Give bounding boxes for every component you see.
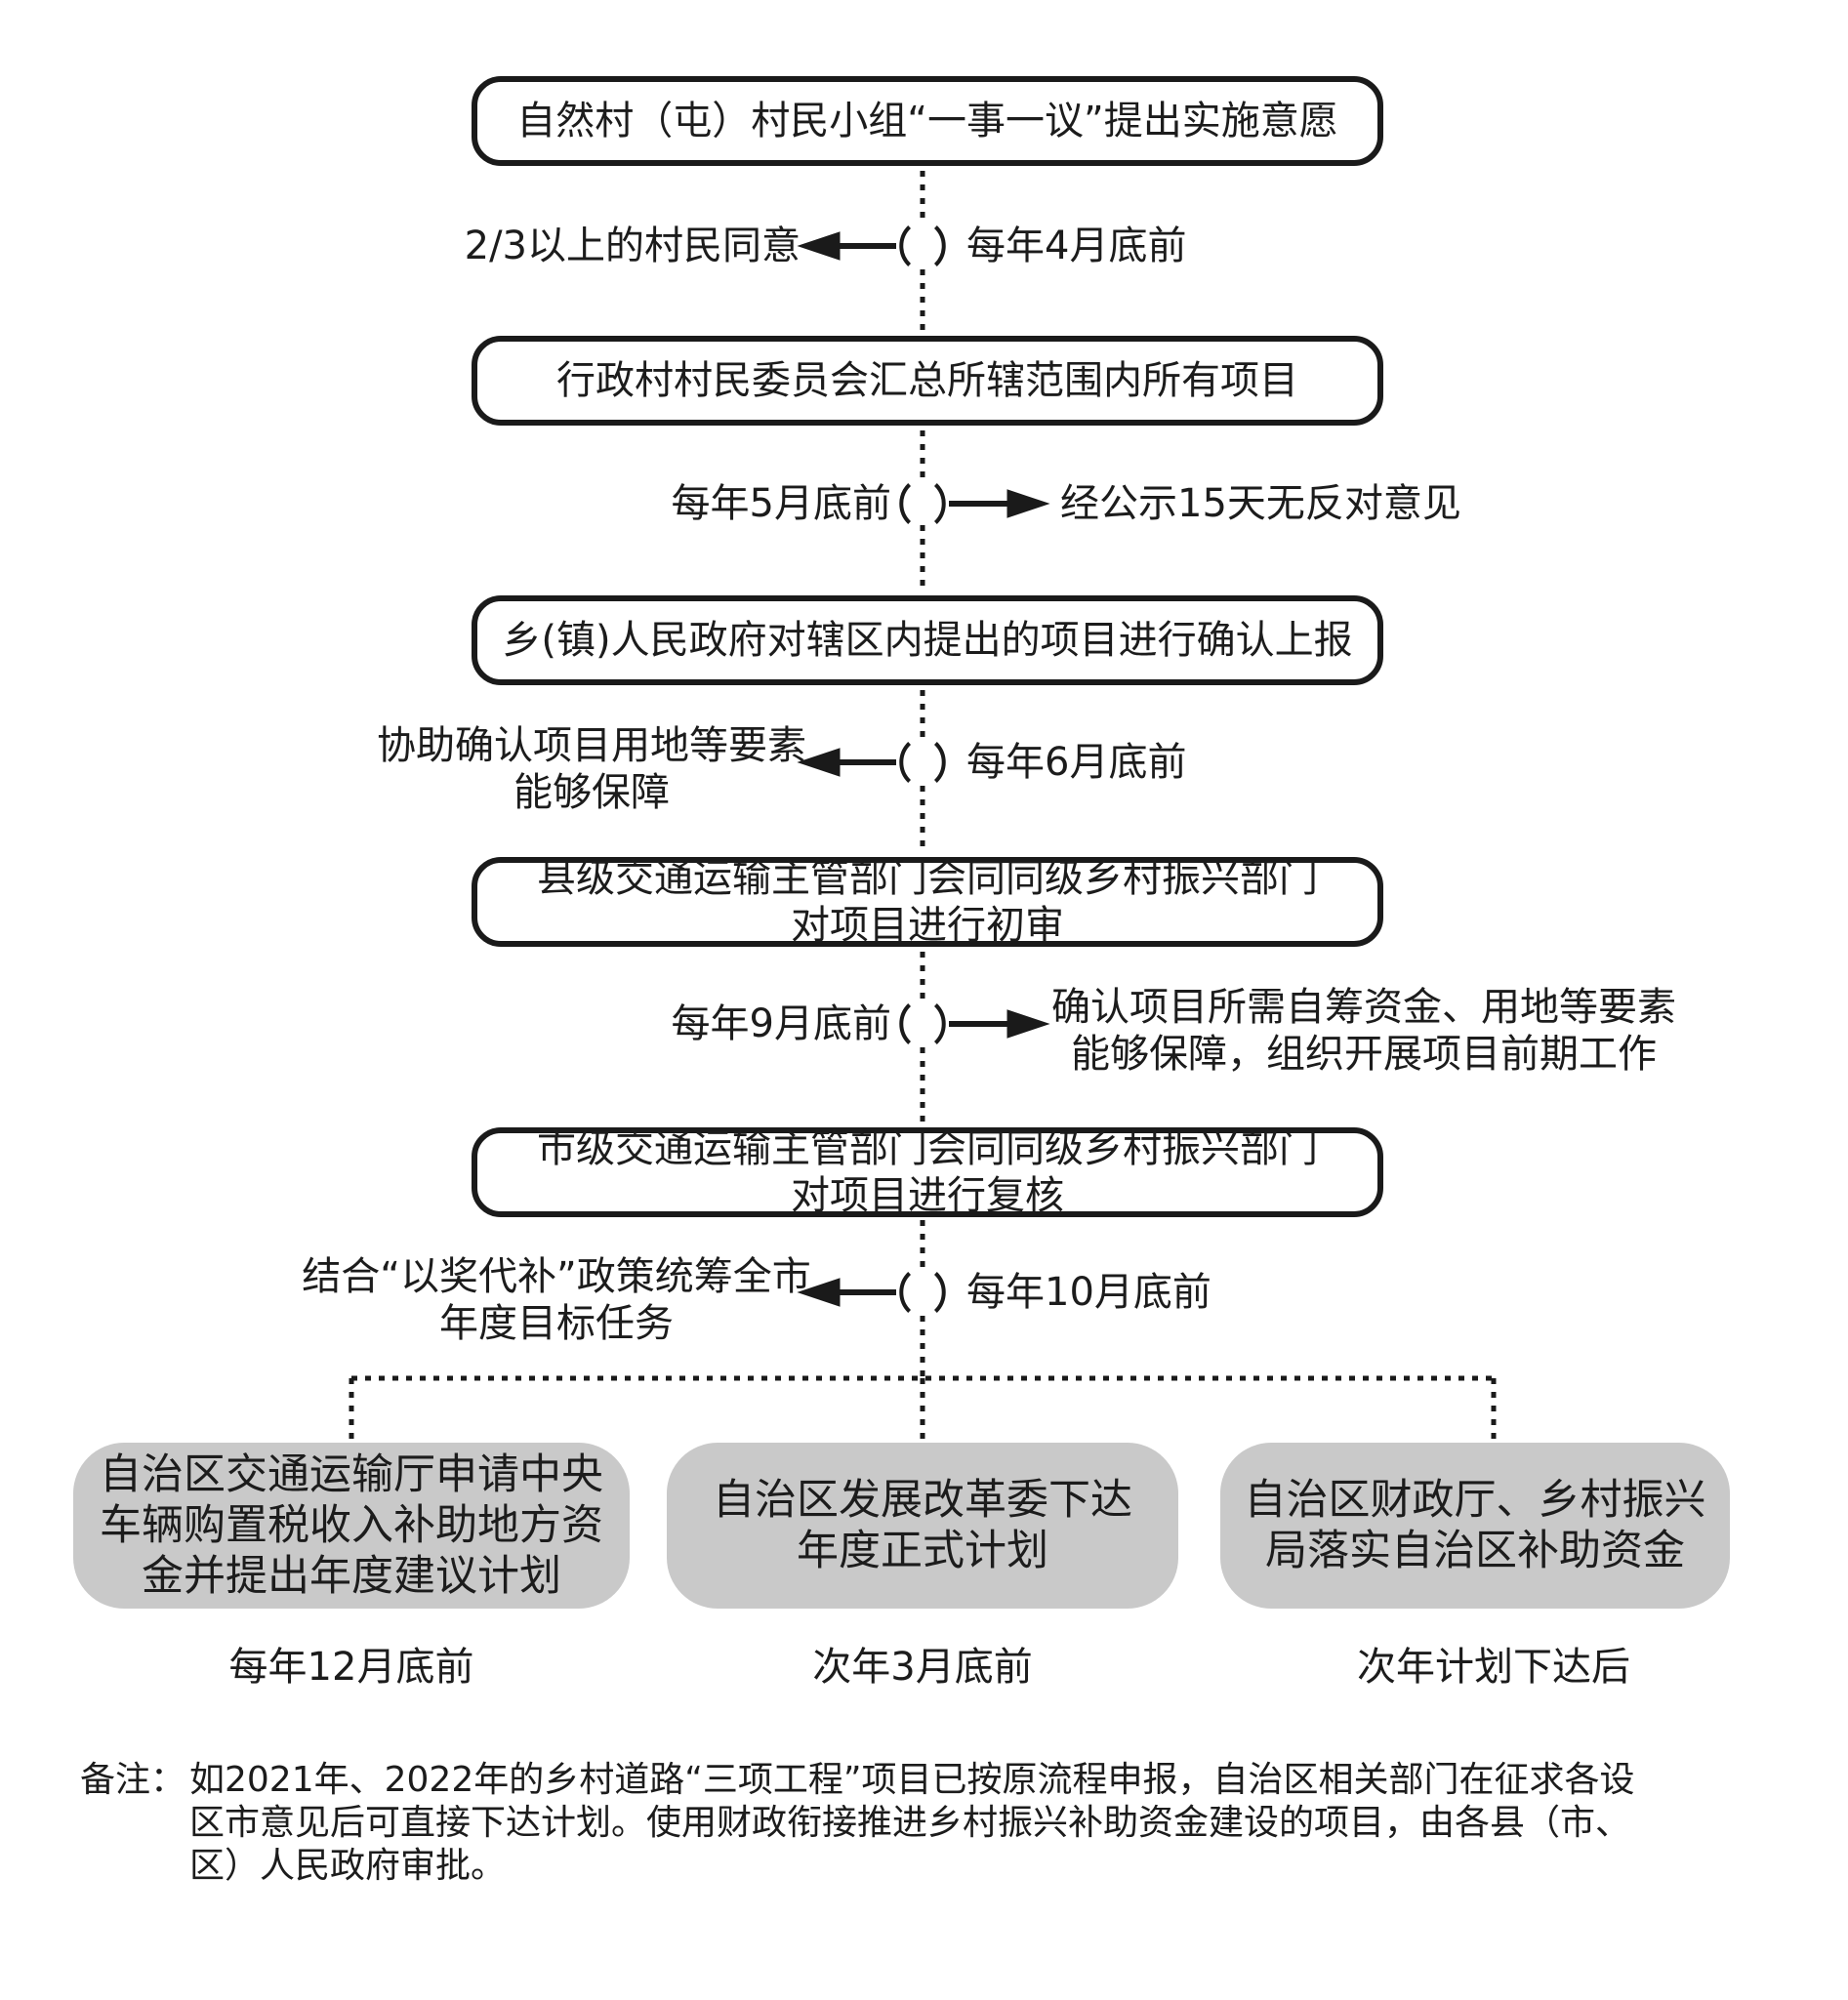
junction-circle (933, 1003, 946, 1044)
junction-circle (933, 742, 946, 783)
deadline-text: 每年5月底前 (671, 481, 891, 526)
junction-circle (899, 742, 912, 783)
step-box: 自然村（屯）村民小组“一事一议”提出实施意愿 (472, 76, 1383, 166)
junction-circle (899, 1272, 912, 1313)
step-box: 乡(镇)人民政府对辖区内提出的项目进行确认上报 (472, 595, 1383, 685)
condition-text: 确认项目所需自筹资金、用地等要素 (1051, 985, 1676, 1030)
arrow-left-head (797, 748, 841, 777)
deadline-text: 每年9月底前 (671, 1001, 891, 1046)
footnote-label: 备注： (80, 1760, 186, 1800)
final-deadline: 次年计划下达后 (1357, 1645, 1630, 1690)
step-text: 自然村（屯）村民小组“一事一议”提出实施意愿 (516, 99, 1338, 143)
junction-circle (933, 483, 946, 524)
junction-circle (933, 225, 946, 266)
condition-text: 年度目标任务 (439, 1301, 674, 1346)
arrow-right-head (1006, 1009, 1050, 1039)
footnote-line: 区）人民政府审批。 (189, 1846, 507, 1886)
final-box-ndrc: 自治区发展改革委下达 年度正式计划 (667, 1443, 1178, 1609)
deadline-text: 每年4月底前 (966, 224, 1187, 268)
final-box-text: 自治区交通运输厅申请中央 (100, 1450, 603, 1499)
final-box-text: 局落实自治区补助资金 (1265, 1527, 1685, 1575)
footnote-line: 如2021年、2022年的乡村道路“三项工程”项目已按原流程申报，自治区相关部门… (189, 1760, 1635, 1800)
condition-text: 能够保障，组织开展项目前期工作 (1071, 1032, 1657, 1077)
final-box-finance: 自治区财政厅、乡村振兴 局落实自治区补助资金 (1220, 1443, 1730, 1609)
step-box: 县级交通运输主管部门会同同级乡村振兴部门 对项目进行初审 (472, 856, 1383, 948)
condition-text: 2/3以上的村民同意 (464, 224, 801, 268)
arrow-right-head (1006, 489, 1050, 518)
condition-text: 能够保障 (513, 770, 670, 815)
step-box: 市级交通运输主管部门会同同级乡村振兴部门 对项目进行复核 (472, 1126, 1383, 1218)
condition-text: 结合“以奖代补”政策统筹全市 (302, 1254, 811, 1299)
final-box-text: 自治区财政厅、乡村振兴 (1244, 1476, 1706, 1525)
junction-circle (899, 483, 912, 524)
step-text: 对项目进行复核 (791, 1173, 1064, 1218)
arrow-left-head (797, 1278, 841, 1307)
final-box-text: 自治区发展改革委下达 (713, 1476, 1132, 1525)
step-text: 对项目进行初审 (791, 903, 1064, 948)
step-text: 市级交通运输主管部门会同同级乡村振兴部门 (537, 1126, 1318, 1171)
deadline-text: 每年10月底前 (966, 1270, 1211, 1315)
final-box-text: 金并提出年度建议计划 (142, 1552, 561, 1601)
condition-text: 协助确认项目用地等要素 (377, 723, 806, 768)
junction-circle (899, 225, 912, 266)
step-text: 行政村村民委员会汇总所辖范围内所有项目 (556, 358, 1298, 403)
step-text: 县级交通运输主管部门会同同级乡村振兴部门 (537, 856, 1318, 901)
footnote: 备注： 如2021年、2022年的乡村道路“三项工程”项目已按原流程申报，自治区… (80, 1759, 1635, 1888)
step-box: 行政村村民委员会汇总所辖范围内所有项目 (472, 336, 1383, 426)
condition-text: 经公示15天无反对意见 (1060, 481, 1461, 526)
final-box-text: 年度正式计划 (797, 1527, 1048, 1575)
junction-circle (933, 1272, 946, 1313)
final-deadline: 每年12月底前 (228, 1645, 474, 1690)
deadline-text: 每年6月底前 (966, 740, 1187, 785)
final-box-text: 车辆购置税收入补助地方资 (100, 1501, 603, 1550)
final-deadline: 次年3月底前 (812, 1645, 1033, 1690)
final-box-transport: 自治区交通运输厅申请中央 车辆购置税收入补助地方资 金并提出年度建议计划 (73, 1443, 630, 1609)
step-text: 乡(镇)人民政府对辖区内提出的项目进行确认上报 (502, 618, 1353, 663)
footnote-line: 区市意见后可直接下达计划。使用财政衔接推进乡村振兴补助资金建设的项目，由各县（市… (189, 1803, 1631, 1843)
arrow-left-head (797, 231, 841, 261)
junction-circle (899, 1003, 912, 1044)
